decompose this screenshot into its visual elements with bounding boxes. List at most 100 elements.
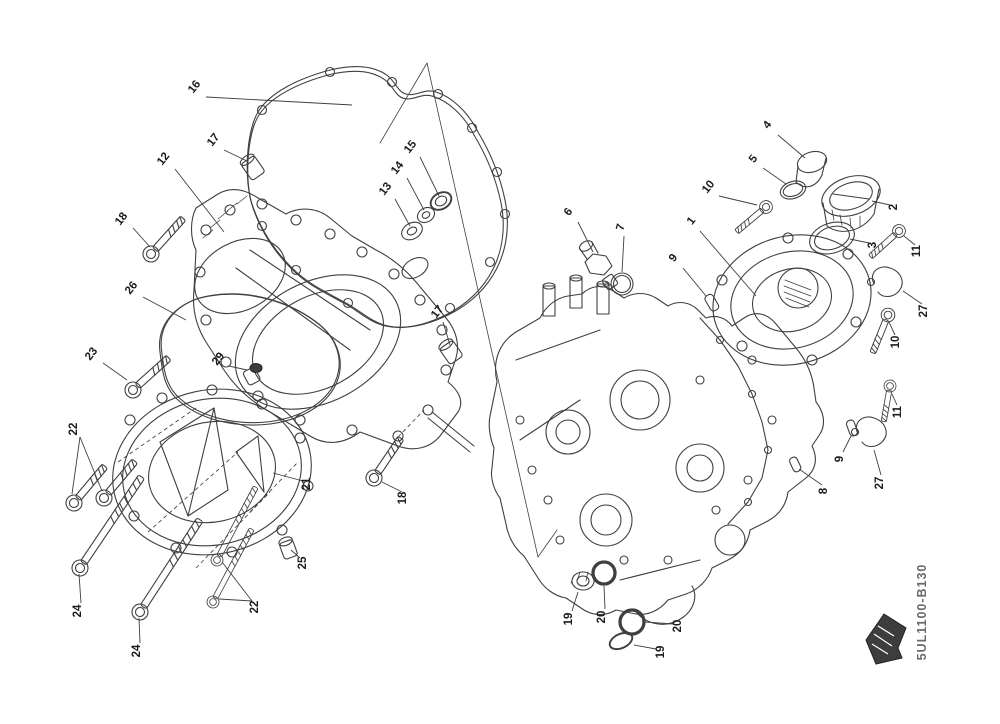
- bolt-hole: [432, 88, 444, 100]
- callout-14-5: 14: [389, 159, 407, 177]
- leader-line-12: [174, 168, 225, 233]
- bolt-hole: [543, 495, 553, 505]
- callout-1-24: 1: [685, 214, 699, 227]
- crankcase-outline: [488, 285, 825, 616]
- plate-tab: [128, 510, 140, 522]
- leader-line-18: [381, 481, 403, 493]
- callout-12-2: 12: [155, 150, 172, 167]
- axis-line: [249, 461, 299, 513]
- plate-rim: [122, 397, 302, 547]
- rib-line: [515, 329, 601, 361]
- bolt-boss: [324, 228, 336, 240]
- leader-line-16: [205, 96, 353, 106]
- callout-22-15: 22: [249, 601, 261, 614]
- bolt-boss: [422, 404, 434, 416]
- callout-20-20: 20: [672, 620, 684, 633]
- leader-line-14: [406, 177, 425, 211]
- callout-24-16: 24: [72, 604, 84, 617]
- callout-4-27: 4: [761, 118, 775, 131]
- clutch-cover-plate-21: [112, 384, 314, 558]
- callout-24-17: 24: [131, 644, 143, 657]
- clamp-27-bottom: [850, 416, 887, 448]
- leader-line-3: [849, 238, 870, 244]
- axis-line: [397, 409, 425, 438]
- gasket-inner-outline: [160, 293, 340, 424]
- bolt-hole: [663, 555, 673, 565]
- gasket-outline: [246, 66, 508, 328]
- callout-2-29: 2: [888, 204, 900, 210]
- bolt-boss: [256, 198, 268, 210]
- cover-ear: [716, 274, 728, 286]
- callout-17-10: 17: [429, 303, 446, 320]
- switch-thread-hatch: [602, 280, 615, 292]
- switch-hex: [584, 253, 613, 276]
- clutch-dome: [234, 274, 402, 410]
- seal-13: [401, 221, 423, 241]
- dowel-pin-9-left: [704, 293, 720, 312]
- crank-boss: [194, 237, 286, 315]
- bearing-bore-inner: [686, 454, 714, 482]
- bearing-bore: [609, 369, 671, 431]
- leader-line-17: [442, 321, 451, 346]
- leader-line-7: [621, 235, 625, 273]
- bolt-boss: [392, 430, 404, 442]
- bolt-hole: [747, 355, 757, 365]
- bolt-hole: [767, 415, 777, 425]
- plate-tab: [294, 432, 306, 444]
- bearing-bore: [675, 443, 725, 493]
- cover-outline: [190, 189, 462, 450]
- leader-line-22: [79, 436, 103, 492]
- leader-line-9: [842, 435, 852, 453]
- bolt-boss: [194, 266, 206, 278]
- callout-18-11: 18: [397, 491, 409, 504]
- washer-14-inner: [421, 211, 431, 219]
- callout-26-7: 26: [123, 279, 140, 296]
- bolt-hole: [324, 66, 336, 78]
- threaded-port: [777, 267, 819, 309]
- gasket-hole: [715, 335, 725, 345]
- clamp-hook: [872, 266, 903, 298]
- callout-9-25: 9: [667, 252, 680, 264]
- bolt-boss: [346, 424, 358, 436]
- callout-8-36: 8: [818, 487, 830, 494]
- plug-25: [278, 536, 298, 560]
- boss: [714, 524, 746, 556]
- cap-knurl: [831, 209, 861, 229]
- cap-top: [796, 150, 828, 174]
- plate-tab: [124, 414, 136, 426]
- callout-11-34: 11: [892, 405, 904, 418]
- plug-body: [242, 367, 261, 386]
- callout-7-23: 7: [614, 223, 627, 232]
- clutch-cover-12: [190, 189, 475, 453]
- leader-line-20: [603, 585, 606, 610]
- marker-shape: [865, 613, 907, 665]
- stud-top: [569, 274, 583, 282]
- bolt-18-top: [139, 212, 190, 266]
- leader-line-20: [644, 621, 674, 625]
- bolt-boss: [436, 324, 448, 336]
- cap-side: [822, 188, 880, 227]
- cap-slot: [832, 193, 870, 200]
- cap-top: [821, 175, 881, 217]
- bolt-hole: [555, 535, 565, 545]
- cap-side: [795, 157, 827, 183]
- leader-line-11: [903, 235, 916, 246]
- cover-ear: [782, 232, 794, 244]
- bolt-hole: [386, 76, 398, 88]
- bolt-boss: [294, 414, 306, 426]
- callout-17-1: 17: [205, 131, 222, 148]
- cover-inner: [751, 267, 833, 333]
- leader-line-2: [871, 200, 891, 206]
- bolt-hole: [515, 415, 525, 425]
- bolt-hole: [711, 505, 721, 515]
- divider-line: [537, 529, 558, 558]
- leader-line-29: [228, 365, 248, 371]
- o-ring-5-inner: [782, 182, 804, 198]
- clamp-27-top: [866, 266, 903, 298]
- leader-line-26: [142, 296, 187, 321]
- o-ring-5: [779, 180, 807, 200]
- stud: [569, 277, 583, 309]
- plate-tab: [170, 542, 182, 554]
